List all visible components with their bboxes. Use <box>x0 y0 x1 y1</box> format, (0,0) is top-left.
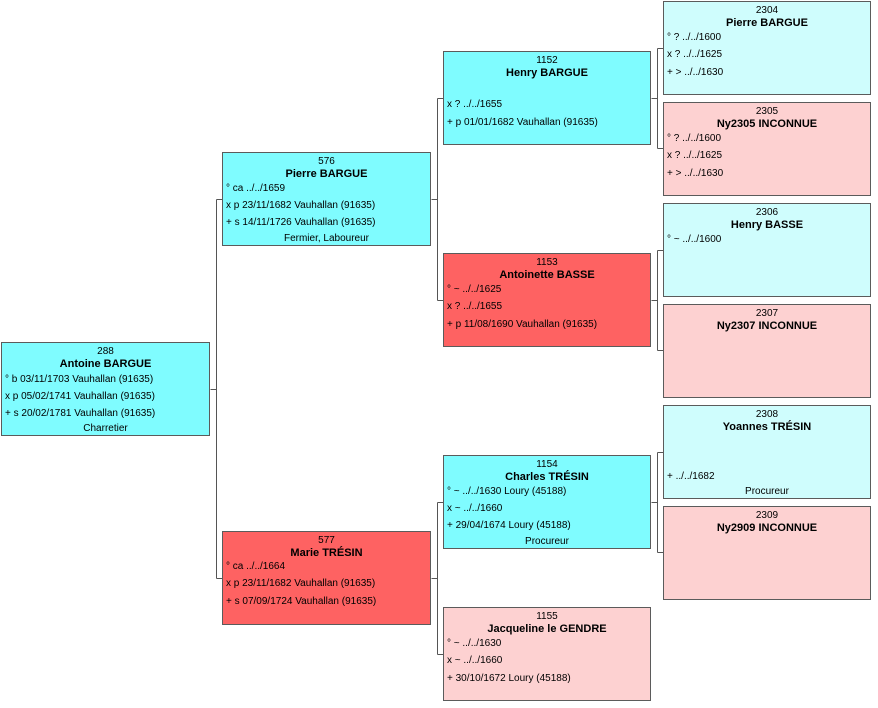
person-card-1152[interactable]: 1152 Henry BARGUE x ? ../../1655 + p 01/… <box>443 51 651 145</box>
person-name: Henry BARGUE <box>506 67 588 79</box>
death-event: + > ../../1630 <box>667 67 724 78</box>
marriage-event: x ? ../../1655 <box>447 99 503 110</box>
sosa-number: 576 <box>318 156 335 167</box>
sosa-number: 2306 <box>755 207 779 218</box>
death-event: + p 01/01/1682 Vauhallan (91635) <box>447 117 598 128</box>
marriage-event: x ~ ../../1660 <box>447 503 503 514</box>
sosa-number: 2308 <box>755 409 779 420</box>
person-card-1155[interactable]: 1155 Jacqueline le GENDRE ° ~ ../../1630… <box>443 607 651 701</box>
marriage-event: x ~ ../../1660 <box>447 655 503 666</box>
sosa-number: 2304 <box>755 5 779 16</box>
person-card-2305[interactable]: 2305 Ny2305 INCONNUE ° ? ../../1600 x ? … <box>663 102 871 196</box>
sosa-number: 2309 <box>755 510 779 521</box>
person-name: Charles TRÉSIN <box>505 471 589 483</box>
person-name: Antoinette BASSE <box>499 269 595 281</box>
person-card-2304[interactable]: 2304 Pierre BARGUE ° ? ../../1600 x ? ..… <box>663 1 871 95</box>
death-event: + > ../../1630 <box>667 168 724 179</box>
marriage-event: x p 23/11/1682 Vauhallan (91635) <box>226 200 376 211</box>
occupation: Procureur <box>745 486 789 497</box>
person-name: Ny2305 INCONNUE <box>716 118 818 130</box>
marriage-event: x p 23/11/1682 Vauhallan (91635) <box>226 578 376 589</box>
birth-event: ° ~ ../../1600 <box>667 234 722 245</box>
person-name: Henry BASSE <box>730 219 804 231</box>
person-card-2309[interactable]: 2309 Ny2909 INCONNUE <box>663 506 871 600</box>
birth-event: ° ? ../../1600 <box>667 32 722 43</box>
person-card-2306[interactable]: 2306 Henry BASSE ° ~ ../../1600 <box>663 203 871 297</box>
sosa-number: 1152 <box>536 55 558 66</box>
marriage-event: x ? ../../1625 <box>667 150 723 161</box>
sosa-number: 1153 <box>536 257 558 268</box>
occupation: Fermier, Laboureur <box>283 233 370 244</box>
death-event: + 29/04/1674 Loury (45188) <box>447 520 571 531</box>
death-event: + p 11/08/1690 Vauhallan (91635) <box>447 319 598 330</box>
marriage-event: x ? ../../1655 <box>447 301 503 312</box>
person-card-1153[interactable]: 1153 Antoinette BASSE ° ~ ../../1625 x ?… <box>443 253 651 347</box>
birth-event: ° ? ../../1600 <box>667 133 722 144</box>
person-name: Ny2909 INCONNUE <box>716 522 818 534</box>
person-card-576[interactable]: 576 Pierre BARGUE ° ca ../../1659 x p 23… <box>222 152 431 246</box>
death-event: + s 07/09/1724 Vauhallan (91635) <box>226 596 377 607</box>
person-name: Pierre BARGUE <box>726 17 808 29</box>
sosa-number: 2305 <box>755 106 779 117</box>
person-name: Marie TRÉSIN <box>290 547 363 559</box>
person-name: Ny2307 INCONNUE <box>716 320 818 332</box>
birth-event: ° ~ ../../1630 Loury (45188) <box>447 486 567 497</box>
sosa-number: 1155 <box>536 611 558 622</box>
person-name: Yoannes TRÉSIN <box>722 421 812 433</box>
person-card-577[interactable]: 577 Marie TRÉSIN ° ca ../../1664 x p 23/… <box>222 531 431 625</box>
death-event: + ../../1682 <box>667 471 715 482</box>
marriage-event: x ? ../../1625 <box>667 49 723 60</box>
person-card-2307[interactable]: 2307 Ny2307 INCONNUE <box>663 304 871 398</box>
person-name: Jacqueline le GENDRE <box>487 623 607 635</box>
person-name: Pierre BARGUE <box>285 168 368 180</box>
sosa-number: 2307 <box>755 308 779 319</box>
birth-event: ° ca ../../1659 <box>226 183 286 194</box>
person-card-1154[interactable]: 1154 Charles TRÉSIN ° ~ ../../1630 Loury… <box>443 455 651 549</box>
person-card-2308[interactable]: 2308 Yoannes TRÉSIN + ../../1682 Procure… <box>663 405 871 499</box>
occupation: Charretier <box>83 423 128 434</box>
sosa-number: 577 <box>318 535 335 546</box>
birth-event: ° ca ../../1664 <box>226 561 286 572</box>
sosa-number: 1154 <box>536 459 558 470</box>
birth-event: ° b 03/11/1703 Vauhallan (91635) <box>5 374 154 385</box>
marriage-event: x p 05/02/1741 Vauhallan (91635) <box>5 391 155 402</box>
birth-event: ° ~ ../../1625 <box>447 284 502 295</box>
person-card-288[interactable]: 288 Antoine BARGUE ° b 03/11/1703 Vauhal… <box>1 342 210 436</box>
occupation: Procureur <box>525 536 569 547</box>
death-event: + 30/10/1672 Loury (45188) <box>447 673 571 684</box>
person-name: Antoine BARGUE <box>59 358 152 370</box>
death-event: + s 14/11/1726 Vauhallan (91635) <box>226 217 376 228</box>
birth-event: ° ~ ../../1630 <box>447 638 502 649</box>
death-event: + s 20/02/1781 Vauhallan (91635) <box>5 408 156 419</box>
sosa-number: 288 <box>97 346 114 357</box>
